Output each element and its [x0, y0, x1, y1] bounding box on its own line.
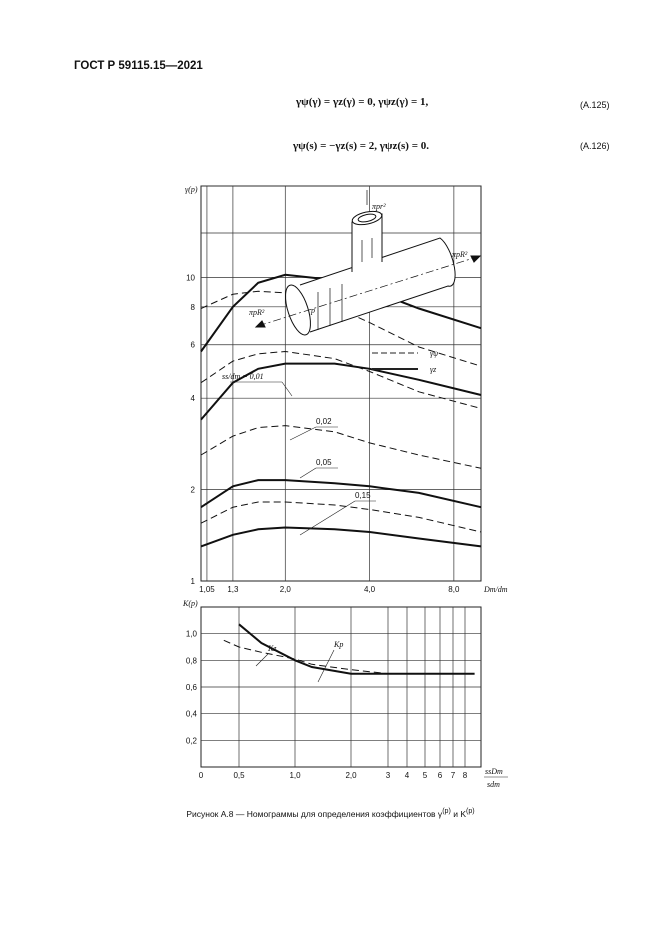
bottom-y-ticks: 0,2 0,4 0,6 0,8 1,0	[186, 630, 198, 746]
top-y-tick-label: 6	[191, 341, 196, 350]
bottom-x-tick-label: 7	[451, 771, 456, 780]
bottom-x-tick-label: 8	[463, 771, 468, 780]
top-y-tick-label: 1	[191, 577, 196, 586]
bottom-x-tick-label: 6	[438, 771, 443, 780]
top-y-tick-label: 2	[191, 486, 196, 495]
curve-label-kz: Kz	[267, 644, 277, 653]
bottom-y-tick-label: 0,8	[186, 656, 198, 665]
curve-label-005: 0,05	[316, 458, 332, 467]
top-y-ticks: 1 2 4 6 8 10	[186, 273, 195, 586]
top-x-ticks: 1,05 1,3 2,0 4,0 8,0	[199, 585, 460, 594]
bottom-y-tick-label: 1,0	[186, 630, 198, 639]
bottom-x-tick-label: 5	[423, 771, 428, 780]
pipe-diagram	[254, 190, 482, 336]
top-x-tick-label: 4,0	[364, 585, 376, 594]
curve-label-015: 0,15	[355, 491, 371, 500]
k-label-leaders	[255, 649, 335, 683]
top-y-tick-label: 8	[191, 303, 196, 312]
gamma-z-curve	[200, 526, 482, 548]
figure-caption-text: Рисунок А.8 — Номограммы для определения…	[186, 808, 443, 819]
gamma-z-curve	[200, 273, 482, 353]
gamma-z-curve	[200, 479, 482, 509]
document-header: ГОСТ Р 59115.15—2021	[74, 60, 203, 72]
bottom-x-tick-label: 2,0	[345, 771, 357, 780]
pipe-axis-line	[257, 255, 481, 327]
gamma-psi-curve	[200, 425, 482, 469]
label-pi-pR2-right: πpR²	[452, 250, 468, 259]
legend: γψ γz	[372, 349, 439, 374]
bottom-x-tick-label: 0	[199, 771, 204, 780]
top-x-tick-label: 1,3	[227, 585, 239, 594]
figure-caption: Рисунок А.8 — Номограммы для определения…	[186, 807, 475, 819]
label-p: p	[310, 306, 315, 315]
equation-a126: γψ(s) = −γz(s) = 2, γψz(s) = 0.	[293, 140, 429, 152]
bottom-x-tick-label: 4	[405, 771, 410, 780]
bottom-x-tick-label: 3	[386, 771, 391, 780]
bottom-x-tick-label: 1,0	[289, 771, 301, 780]
top-x-tick-label: 8,0	[448, 585, 460, 594]
curve-label-leaders	[230, 381, 376, 536]
bottom-y-axis-label: K(p)	[182, 599, 198, 608]
bottom-x-tick-label: 0,5	[233, 771, 245, 780]
top-x-tick-label: 1,05	[199, 585, 215, 594]
main-pipe-end	[285, 284, 311, 336]
legend-label-z: γz	[430, 365, 437, 374]
equation-number-a125: (A.125)	[580, 100, 610, 110]
bottom-y-tick-label: 0,6	[186, 683, 198, 692]
gamma-psi-curve	[200, 350, 482, 409]
bottom-chart-curves	[223, 623, 475, 675]
legend-label-psi: γψ	[430, 349, 439, 358]
gamma-psi-curve	[200, 501, 482, 533]
branch-pipe-bore	[357, 213, 377, 223]
arrow-head-left	[254, 320, 266, 328]
main-pipe-body	[299, 237, 456, 333]
equation-a125: γψ(γ) = γz(γ) = 0, γψz(γ) = 1,	[296, 96, 429, 108]
gamma-z-curve	[200, 362, 482, 421]
top-chart-curves	[200, 273, 482, 548]
label-pi-pR2-left: πpR²	[249, 308, 265, 317]
top-x-tick-label: 2,0	[280, 585, 292, 594]
equation-number-a126: (A.126)	[580, 141, 610, 151]
top-y-tick-label: 10	[186, 273, 195, 282]
kp-curve	[223, 639, 465, 675]
bottom-y-tick-label: 0,2	[186, 736, 198, 745]
curve-label-002: 0,02	[316, 417, 332, 426]
top-y-axis-label: γ(p)	[185, 185, 198, 194]
curve-label-001: ss/dm = 0,01	[222, 372, 264, 381]
arrow-head-right	[470, 255, 482, 263]
top-x-axis-label: Dm/dm	[483, 585, 508, 594]
bottom-x-label-den: sdm	[487, 780, 500, 789]
top-y-tick-label: 4	[191, 394, 196, 403]
curve-label-kp: Kp	[333, 640, 343, 649]
bottom-chart-grid	[201, 607, 481, 767]
bottom-y-tick-label: 0,4	[186, 710, 198, 719]
bottom-x-label-num: ssDm	[485, 767, 503, 776]
label-pi-pr2: πpr²	[372, 202, 386, 211]
